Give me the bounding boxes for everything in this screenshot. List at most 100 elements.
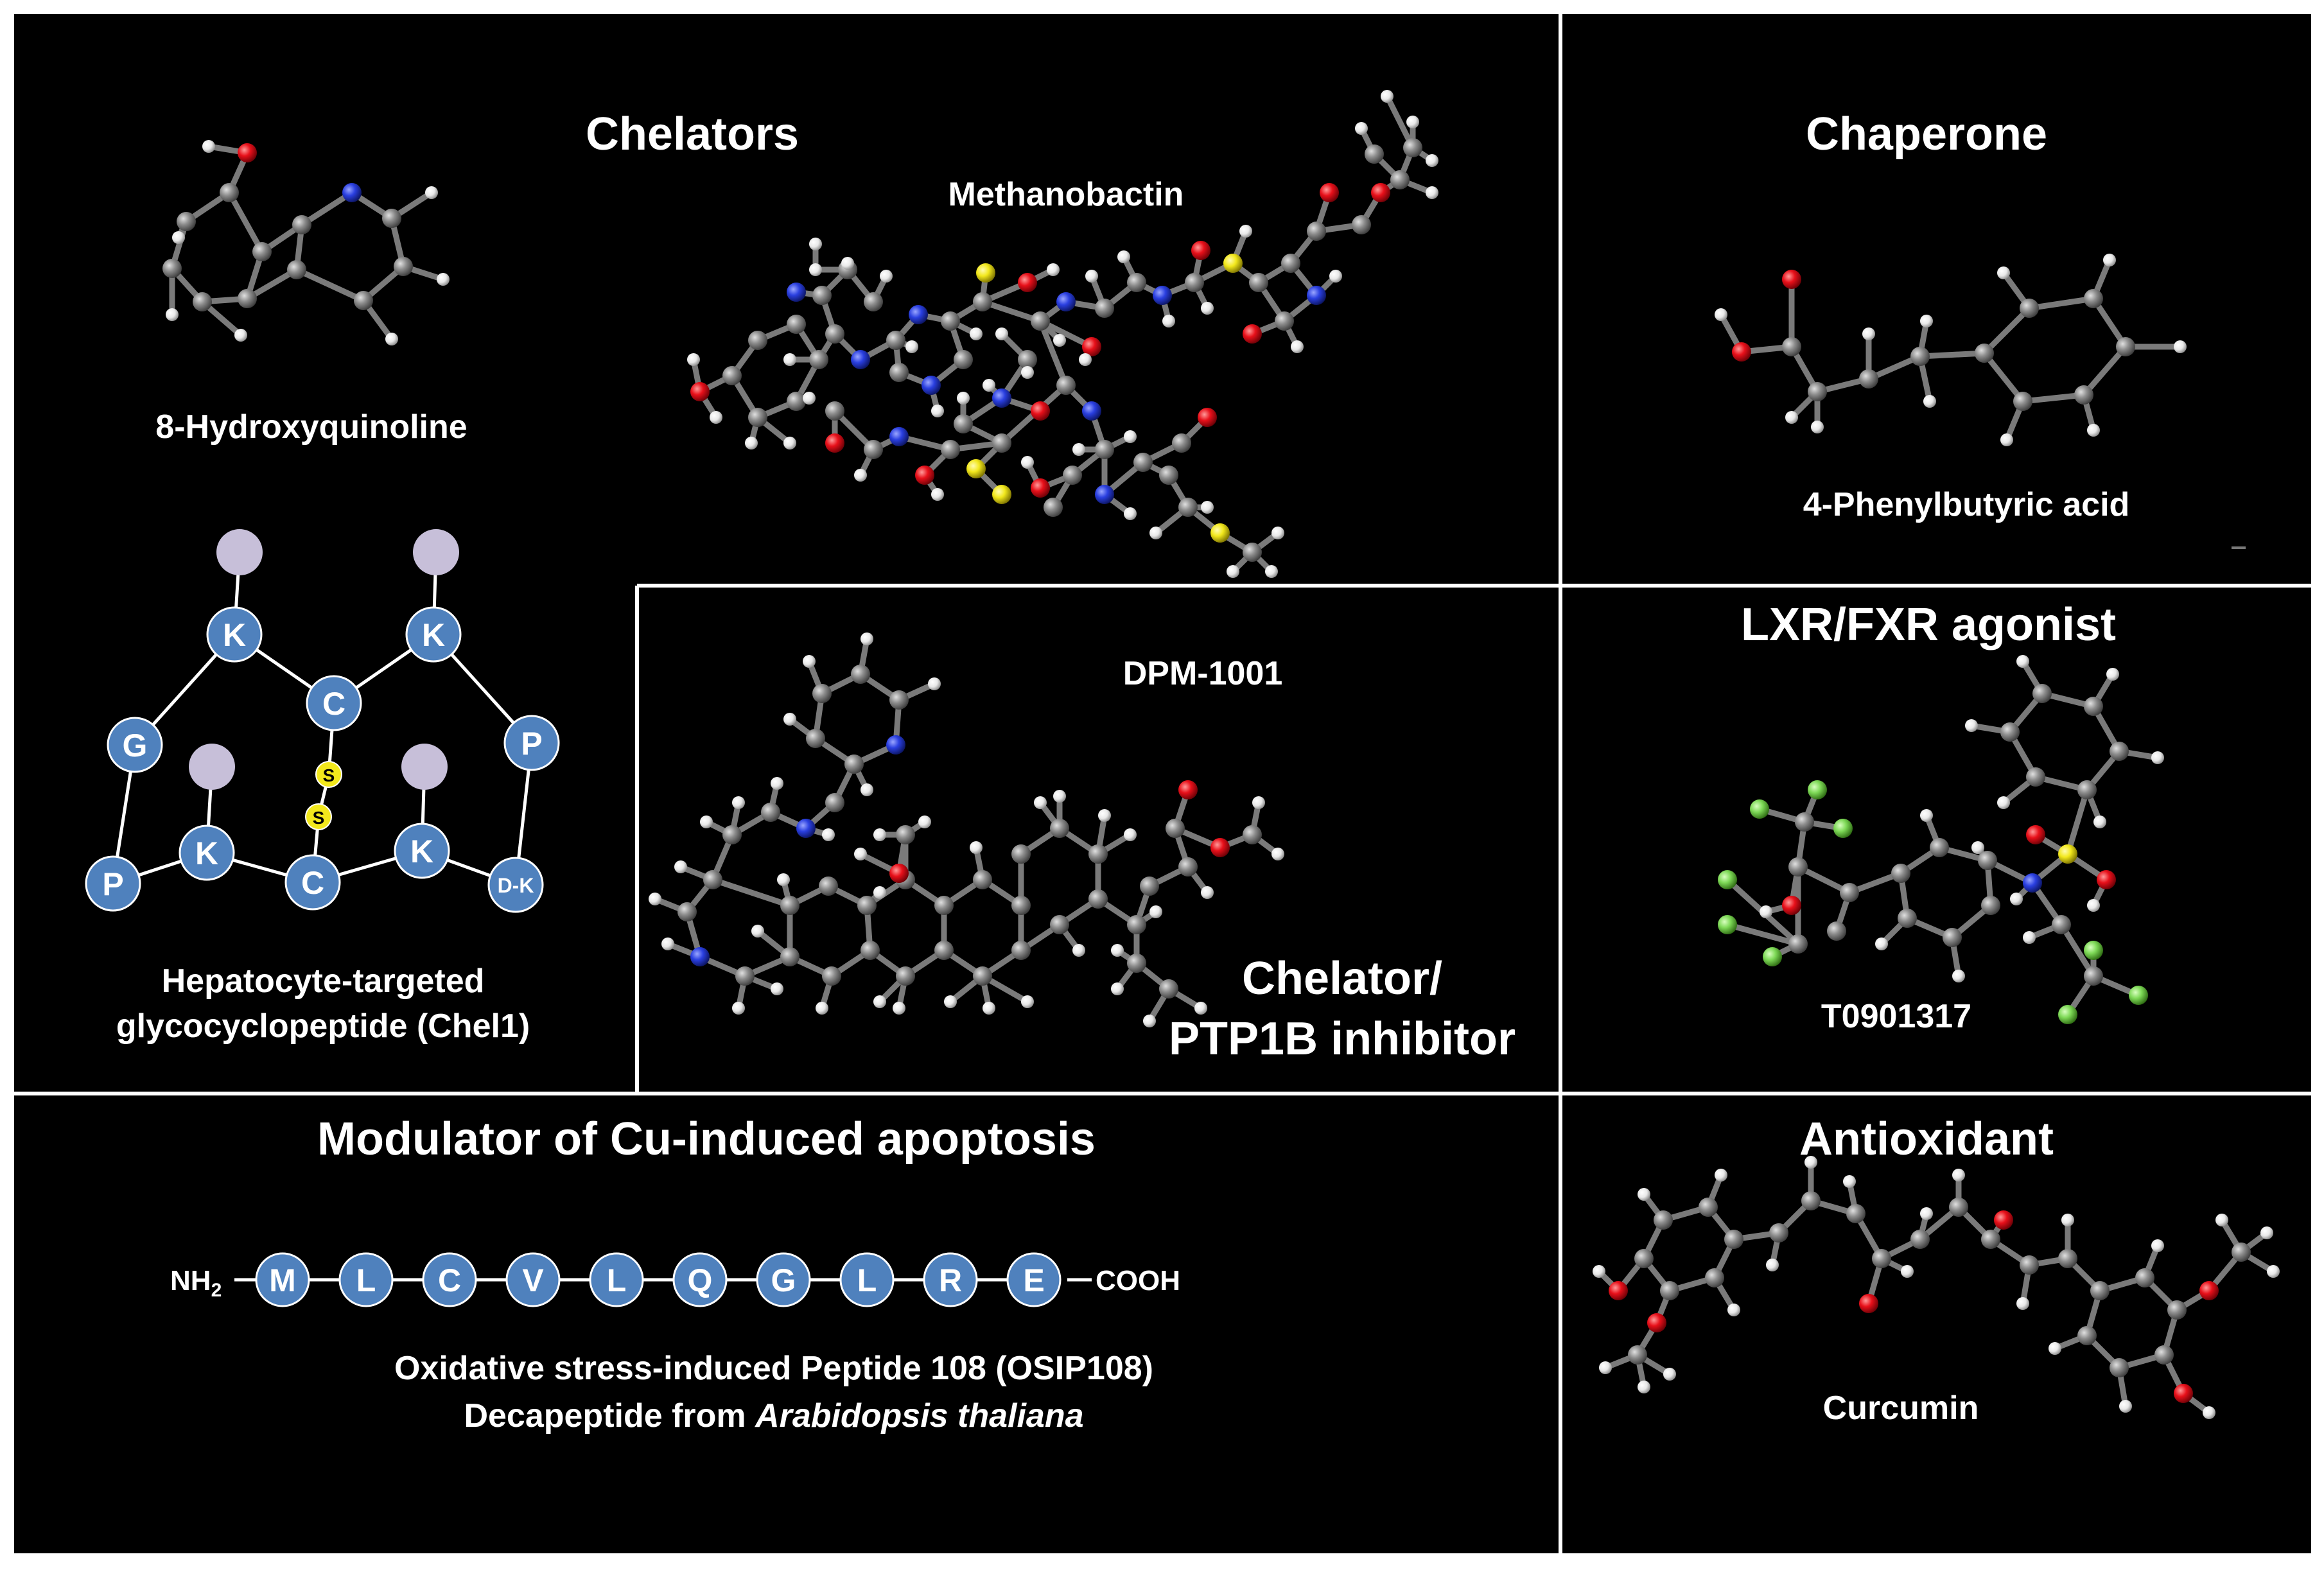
carbon-atom bbox=[1166, 819, 1185, 838]
carbon-atom bbox=[812, 286, 832, 305]
carbon-atom bbox=[1307, 222, 1326, 241]
hydrogen-atom bbox=[1715, 308, 1727, 321]
bond bbox=[2065, 787, 2090, 857]
carbon-atom bbox=[1352, 215, 1371, 234]
nitrogen-atom bbox=[342, 183, 362, 202]
oxygen-atom bbox=[690, 382, 710, 401]
amino-acid-label: C bbox=[438, 1262, 461, 1298]
carbon-atom bbox=[748, 408, 767, 427]
oxygen-atom bbox=[1320, 183, 1339, 202]
sulfur-atom bbox=[1210, 523, 1230, 543]
carbon-atom bbox=[864, 440, 883, 459]
hydrogen-atom bbox=[700, 816, 713, 828]
carbon-atom bbox=[1011, 941, 1031, 960]
chel1-residue-label: D-K bbox=[498, 874, 534, 897]
hydrogen-atom bbox=[1124, 507, 1137, 520]
hydrogen-atom bbox=[873, 995, 886, 1008]
atom-group bbox=[1718, 655, 2164, 1024]
hydrogen-atom bbox=[661, 938, 674, 950]
oxygen-atom bbox=[1859, 1294, 1878, 1313]
osip108-caption-line2: Decapeptide from Arabidopsis thaliana bbox=[464, 1397, 1083, 1435]
carbon-atom bbox=[1403, 138, 1422, 157]
chel1-residue bbox=[405, 606, 462, 663]
carbon-atom bbox=[1808, 382, 1827, 401]
hydrogen-atom bbox=[1997, 266, 2010, 279]
amino-acid-label: L bbox=[356, 1262, 376, 1298]
hydrogen-atom bbox=[687, 353, 700, 366]
hydrogen-atom bbox=[649, 893, 661, 905]
chel1-residue bbox=[394, 823, 450, 879]
carbon-atom bbox=[1159, 466, 1178, 485]
hydrogen-atom bbox=[1053, 334, 1066, 347]
carbon-atom bbox=[1788, 934, 1808, 954]
carbon-atom bbox=[1172, 433, 1191, 453]
carbon-atom bbox=[1898, 909, 1917, 928]
carbon-atom bbox=[748, 331, 767, 350]
carbon-atom bbox=[238, 289, 257, 308]
carbon-atom bbox=[162, 259, 182, 278]
chel1-residue bbox=[306, 675, 362, 731]
carbon-atom bbox=[1095, 440, 1114, 459]
carbon-atom bbox=[1063, 466, 1082, 485]
hydrogen-atom bbox=[1381, 90, 1394, 103]
n-terminus-text: NH bbox=[170, 1265, 211, 1296]
carbon-atom bbox=[1178, 498, 1198, 517]
hydrogen-atom bbox=[1862, 327, 1875, 340]
nitrogen-atom bbox=[922, 376, 941, 395]
hydrogen-atom bbox=[1329, 270, 1342, 283]
carbon-atom bbox=[193, 292, 212, 311]
oxygen-atom bbox=[2097, 870, 2116, 889]
osip108-caption-line1: Oxidative stress-induced Peptide 108 (OS… bbox=[394, 1350, 1153, 1387]
bond bbox=[1917, 350, 1988, 360]
hydrogen-atom bbox=[803, 392, 816, 405]
carbon-atom bbox=[1699, 1198, 1718, 1217]
oxygen-atom bbox=[238, 143, 257, 162]
amino-acid-label: R bbox=[939, 1262, 962, 1298]
nitrogen-atom bbox=[690, 947, 710, 966]
hydrogen-atom bbox=[1901, 1265, 1914, 1278]
carbon-atom bbox=[809, 350, 828, 369]
hydrogen-atom bbox=[854, 469, 867, 482]
carbon-atom bbox=[292, 215, 311, 234]
hydrogen-atom bbox=[1920, 315, 1933, 327]
carbon-atom bbox=[1249, 273, 1268, 292]
bond bbox=[2090, 295, 2129, 350]
hydrogen-atom bbox=[1920, 809, 1933, 822]
carbon-atom bbox=[806, 729, 825, 748]
carbon-atom bbox=[2032, 684, 2052, 703]
hydrogen-atom bbox=[1194, 1002, 1207, 1015]
sulfur-label: S bbox=[313, 808, 325, 828]
galnac-node bbox=[189, 744, 235, 790]
hydrogen-atom bbox=[2174, 340, 2187, 353]
hydrogen-atom bbox=[425, 186, 438, 199]
chel1-diagram: K K C G P K K C P D-K S S Hepatocyte-t bbox=[85, 529, 560, 1045]
hydrogen-atom bbox=[2023, 931, 2036, 944]
carbon-atom bbox=[2077, 1326, 2097, 1345]
hydrogen-atom bbox=[2203, 1406, 2215, 1419]
bond bbox=[299, 189, 355, 228]
carbon-atom bbox=[2084, 289, 2103, 308]
hydrogen-atom bbox=[1072, 443, 1085, 456]
carbon-atom bbox=[1088, 889, 1108, 909]
carbon-atom bbox=[1275, 311, 1294, 331]
hydrogen-atom bbox=[1952, 970, 1965, 982]
carbon-atom bbox=[2110, 1358, 2129, 1377]
sulfur-atom bbox=[1223, 254, 1243, 273]
atom-group bbox=[1593, 1156, 2280, 1419]
chel1-residue-label: C bbox=[322, 686, 345, 722]
atom-group bbox=[649, 632, 1284, 1027]
carbon-atom bbox=[954, 414, 973, 433]
hydrogen-atom bbox=[202, 140, 215, 153]
carbon-atom bbox=[1281, 254, 1300, 273]
hydrogen-atom bbox=[1997, 796, 2010, 809]
hydrogen-atom bbox=[1227, 565, 1239, 578]
carbon-atom bbox=[1891, 864, 1910, 883]
chel1-residue bbox=[206, 606, 263, 663]
hydrogen-atom bbox=[745, 437, 758, 449]
nitrogen-atom bbox=[796, 819, 816, 838]
carbon-atom bbox=[1769, 1223, 1788, 1243]
carbon-atom bbox=[2020, 1255, 2039, 1275]
hydrogen-atom bbox=[1426, 154, 1438, 167]
carbon-atom bbox=[825, 324, 844, 344]
